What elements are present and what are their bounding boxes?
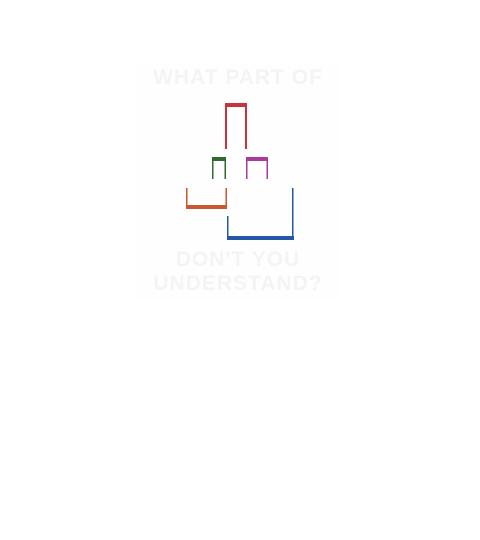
red-bracket-left-leg: [225, 103, 227, 149]
meme-graphic: WHAT PART OF: [136, 62, 340, 300]
red-bracket: [225, 103, 247, 149]
blue-bracket-right-leg: [292, 188, 294, 240]
green-bracket: [212, 157, 226, 179]
slogan-top-text: WHAT PART OF: [153, 66, 323, 89]
magenta-bracket-bar: [246, 157, 268, 161]
magenta-bracket-right-leg: [266, 157, 268, 179]
slogan-bottom-text-line-2: UNDERSTAND?: [153, 272, 323, 295]
blue-bracket: [227, 188, 294, 240]
magenta-bracket: [246, 157, 268, 179]
magenta-bracket-left-leg: [246, 157, 248, 179]
orange-bracket: [186, 188, 227, 209]
slogan-bottom-text-line-1: DON'T YOU: [175, 248, 301, 271]
orange-bracket-right-leg: [225, 188, 227, 208]
orange-bracket-bar: [186, 205, 227, 209]
green-bracket-left-leg: [212, 157, 214, 179]
blue-bracket-left-leg: [227, 216, 229, 240]
orange-bracket-left-leg: [186, 188, 188, 208]
green-bracket-bar: [212, 157, 226, 161]
red-bracket-bar: [225, 103, 247, 107]
bracket-tree-diagram: [186, 103, 294, 240]
blue-bracket-bar: [227, 236, 294, 240]
red-bracket-right-leg: [245, 103, 247, 149]
green-bracket-right-leg: [224, 157, 226, 179]
